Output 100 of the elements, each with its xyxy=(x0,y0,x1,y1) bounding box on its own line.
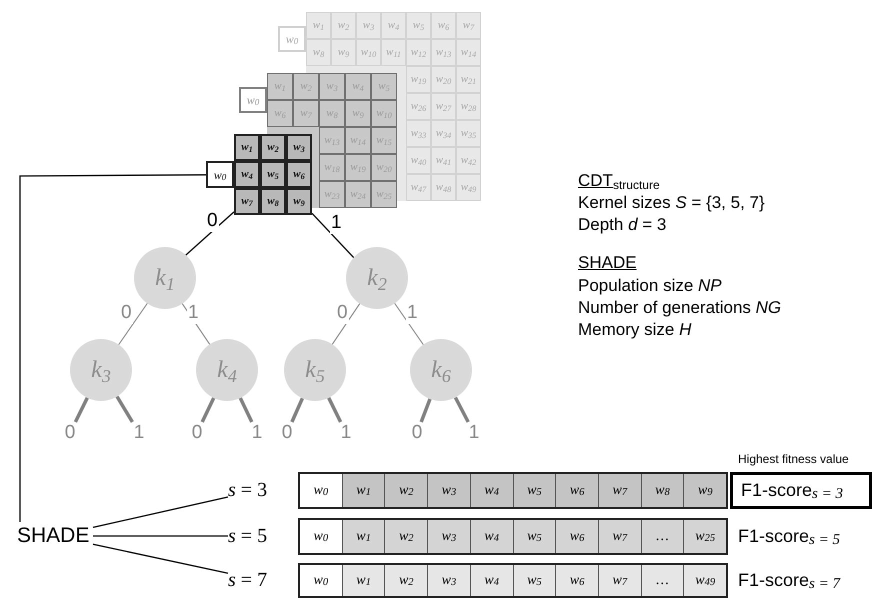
weight-cell: w$_{7}$ xyxy=(234,188,260,215)
weight-cell: w$_{19}$ xyxy=(406,66,431,93)
weight-cell: w$_{4}$ xyxy=(470,520,513,553)
weight-cell: w$_{28}$ xyxy=(456,93,481,120)
connector-line xyxy=(332,303,360,345)
weight-cell: w$_{9}$ xyxy=(286,188,312,215)
weight-cell: w$_{6}$ xyxy=(555,474,598,507)
weight-cell: w$_{0}$ xyxy=(278,26,306,52)
weight-cell: w$_{49}$ xyxy=(683,565,726,596)
weight-cell: w$_{3}$ xyxy=(286,134,312,161)
connector-line xyxy=(92,496,228,528)
weight-cell: w$_{1}$ xyxy=(342,474,384,507)
branch-value: 0 xyxy=(190,422,204,444)
weight-cell: w$_{2}$ xyxy=(384,520,428,553)
weight-cell: w$_{6}$ xyxy=(555,565,598,596)
connector-line xyxy=(93,535,228,537)
weight-cell: w$_{0}$ xyxy=(239,87,267,113)
branch-value: 0 xyxy=(63,422,77,444)
weight-cell: w$_{3}$ xyxy=(356,12,381,39)
weight-cell: w$_{4}$ xyxy=(470,474,513,507)
weight-cell: w$_{3}$ xyxy=(427,474,470,507)
fitness-score-box: F1-score$_{s = 3}$ xyxy=(730,472,872,509)
branch-stub xyxy=(200,397,216,423)
branch-stub xyxy=(454,396,470,423)
weight-cell: w$_{2}$ xyxy=(384,474,428,507)
branch-value: 1 xyxy=(467,422,481,444)
weight-cell: w$_{25}$ xyxy=(683,520,726,553)
weight-cell: w$_{8}$ xyxy=(306,39,331,66)
weight-cell: w$_{6}$ xyxy=(431,12,456,39)
weight-cell: w$_{2}$ xyxy=(260,134,286,161)
weight-cell: w$_{8}$ xyxy=(640,474,684,507)
edge-label: 0 xyxy=(206,210,219,232)
parameter-text: Population size NP xyxy=(578,275,722,296)
note-text: Highest fitness value xyxy=(738,451,849,468)
weight-cell: w$_{21}$ xyxy=(456,66,481,93)
section-heading: SHADE xyxy=(578,252,637,273)
connector-line xyxy=(19,174,206,522)
weight-cell: w$_{3}$ xyxy=(427,565,470,596)
weight-cell: w$_{14}$ xyxy=(456,39,481,66)
weight-cell: w$_{1}$ xyxy=(234,134,260,161)
weight-cell: w$_{26}$ xyxy=(406,93,431,120)
parameter-text: Depth d = 3 xyxy=(578,214,666,235)
connector-line xyxy=(182,303,210,345)
weight-cell: w$_{41}$ xyxy=(431,147,456,174)
connector-line xyxy=(394,302,424,346)
weight-cell: … xyxy=(640,520,684,553)
weight-vector xyxy=(298,472,728,509)
weight-cell: w$_{34}$ xyxy=(431,120,456,147)
weight-cell: w$_{0}$ xyxy=(206,161,234,188)
weight-cell: w$_{27}$ xyxy=(431,93,456,120)
weight-cell: w$_{11}$ xyxy=(381,39,406,66)
branch-stub xyxy=(327,397,342,423)
edge-label: 0 xyxy=(336,302,349,324)
weight-cell: w$_{2}$ xyxy=(331,12,356,39)
weight-cell: w$_{7}$ xyxy=(456,12,481,39)
weight-cell: w$_{8}$ xyxy=(260,188,286,215)
weight-cell: w$_{7}$ xyxy=(598,520,641,553)
weight-cell: w$_{1}$ xyxy=(342,520,384,553)
weight-cell: w$_{4}$ xyxy=(234,161,260,188)
weight-cell: w$_{5}$ xyxy=(260,161,286,188)
branch-value: 1 xyxy=(339,422,353,444)
weight-cell: w$_{49}$ xyxy=(456,174,481,201)
section-heading: CDT$_{structure}$ xyxy=(578,170,660,191)
weight-cell: w$_{1}$ xyxy=(342,565,384,596)
weight-cell: w$_{9}$ xyxy=(683,474,726,507)
edge-label: 1 xyxy=(330,212,343,234)
weight-cell: w$_{13}$ xyxy=(431,39,456,66)
weight-cell: w$_{33}$ xyxy=(406,120,431,147)
branch-value: 0 xyxy=(280,422,294,444)
branch-stub xyxy=(74,397,89,423)
branch-stub xyxy=(238,397,254,423)
edge-label: 1 xyxy=(187,302,200,324)
weight-cell: w$_{5}$ xyxy=(512,474,556,507)
weight-cell: … xyxy=(640,565,684,596)
kernel-size-label: s = 3 xyxy=(228,476,290,504)
weight-cell: w$_{6}$ xyxy=(555,520,598,553)
parameter-text: Number of generations NG xyxy=(578,297,782,318)
branch-value: 1 xyxy=(132,422,146,444)
weight-cell: w$_{12}$ xyxy=(406,39,431,66)
weight-cell: w$_{4}$ xyxy=(381,12,406,39)
fitness-score: F1-score$_{s = 5}$ xyxy=(730,518,872,555)
weight-vector xyxy=(298,563,728,598)
weight-cell: w$_{5}$ xyxy=(512,520,556,553)
weight-cell: w$_{48}$ xyxy=(431,174,456,201)
method-label: SHADE xyxy=(17,522,93,550)
branch-value: 0 xyxy=(410,422,424,444)
weight-cell: w$_{5}$ xyxy=(406,12,431,39)
parameter-text: Memory size H xyxy=(578,319,692,340)
connector-line xyxy=(118,302,148,346)
branch-stub xyxy=(116,396,134,423)
weight-cell: w$_{4}$ xyxy=(470,565,513,596)
weight-cell: w$_{6}$ xyxy=(286,161,312,188)
weight-cell: w$_{10}$ xyxy=(356,39,381,66)
kernel-size-label: s = 7 xyxy=(228,566,290,594)
fitness-score: F1-score$_{s = 7}$ xyxy=(730,563,872,598)
weight-cell: w$_{47}$ xyxy=(406,174,431,201)
weight-cell: w$_{5}$ xyxy=(512,565,556,596)
parameter-text: Kernel sizes S = {3, 5, 7} xyxy=(578,192,765,213)
weight-cell: w$_{42}$ xyxy=(456,147,481,174)
weight-cell: w$_{35}$ xyxy=(456,120,481,147)
